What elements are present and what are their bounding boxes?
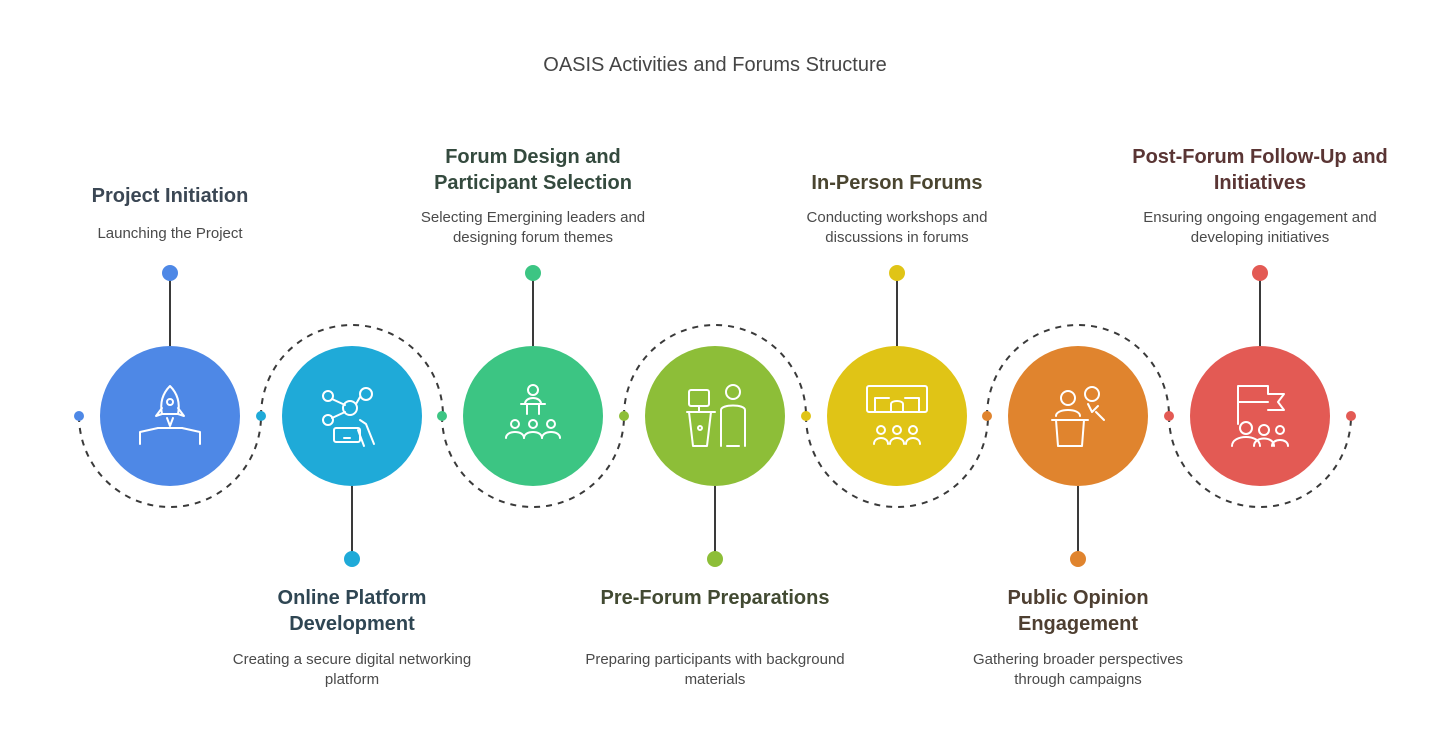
- stage-circle-6: [1008, 346, 1148, 486]
- workshop-room-icon: [866, 385, 928, 445]
- rocket-launch-icon: [139, 385, 201, 445]
- stage-description-5: Conducting workshops and discussions in …: [806, 209, 988, 246]
- stage-circle-2: [282, 346, 422, 486]
- connector-arc-3: [441, 415, 625, 508]
- stage-description-4: Preparing participants with background m…: [585, 651, 845, 688]
- connector-arc-1: [78, 415, 262, 508]
- side-dot-right-7: [1346, 411, 1356, 421]
- stem-dot-3: [525, 265, 541, 281]
- stage-title-6: Public Opinion Engagement: [1007, 587, 1149, 635]
- speaker-audience-icon: [505, 384, 561, 439]
- diagram-title: OASIS Activities and Forums Structure: [543, 54, 887, 76]
- flag-group-icon: [1231, 385, 1289, 447]
- stage-title-7: Post-Forum Follow-Up and Initiatives: [1132, 146, 1388, 194]
- stage-description-7: Ensuring ongoing engagement and developi…: [1143, 209, 1377, 246]
- connector-arc-5: [805, 415, 989, 508]
- connector-arc-7: [1168, 415, 1352, 508]
- stem-dot-2: [344, 551, 360, 567]
- stage-circles: [100, 346, 1330, 486]
- stem-dot-1: [162, 265, 178, 281]
- stage-title-5: In-Person Forums: [811, 172, 983, 194]
- connector-arc-6: [986, 324, 1170, 417]
- stage-circle-5: [827, 346, 967, 486]
- stage-circle-3: [463, 346, 603, 486]
- connector-arc-4: [623, 324, 807, 417]
- stage-description-3: Selecting Emergining leaders and designi…: [420, 209, 646, 246]
- public-speakers-icon: [1051, 386, 1105, 447]
- stage-circle-7: [1190, 346, 1330, 486]
- stage-title-1: Project Initiation: [91, 185, 249, 207]
- connector-stems: [162, 265, 1268, 567]
- stage-description-6: Gathering broader perspectives through c…: [972, 651, 1184, 688]
- side-dot-left-5: [801, 411, 811, 421]
- stem-dot-7: [1252, 265, 1268, 281]
- side-dot-left-6: [982, 411, 992, 421]
- stage-circle-4: [645, 346, 785, 486]
- podium-presenter-icon: [686, 384, 746, 447]
- stage-title-4: Pre-Forum Preparations: [600, 587, 830, 609]
- stage-title-3: Forum Design and Participant Selection: [434, 146, 632, 194]
- stage-description-2: Creating a secure digital networking pla…: [232, 651, 472, 688]
- side-dot-left-3: [437, 411, 447, 421]
- side-dot-left-4: [619, 411, 629, 421]
- stem-dot-6: [1070, 551, 1086, 567]
- stage-title-2: Online Platform Development: [277, 587, 427, 635]
- side-dot-left-2: [256, 411, 266, 421]
- stem-dot-5: [889, 265, 905, 281]
- side-dot-left-1: [74, 411, 84, 421]
- connector-arcs: [74, 324, 1356, 508]
- connector-arc-2: [260, 324, 444, 417]
- stage-circle-1: [100, 346, 240, 486]
- side-dot-left-7: [1164, 411, 1174, 421]
- stage-icons: [139, 384, 1289, 447]
- stem-dot-4: [707, 551, 723, 567]
- network-hand-icon: [322, 387, 375, 447]
- stage-description-1: Launching the Project: [97, 225, 243, 242]
